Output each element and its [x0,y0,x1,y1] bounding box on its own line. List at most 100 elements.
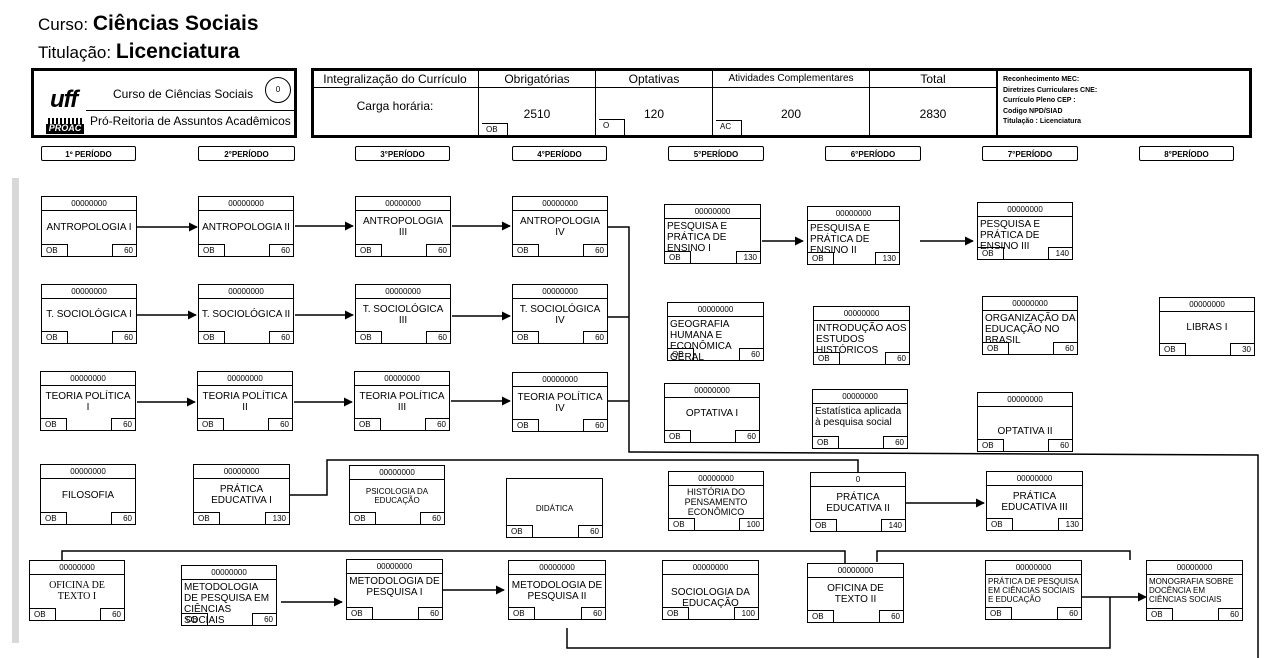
course-type: OB [808,610,834,622]
course-type: OB [978,247,1004,259]
divider [311,87,869,88]
course-label: Curso: [38,15,89,34]
course-name: PRÁTICA EDUCATIVA III [1001,490,1068,513]
course-code: 00000000 [199,285,293,299]
course-type: OB [182,613,208,625]
course-box: 00000000 T. SOCIOLÓGICA IV OB 60 [512,284,608,344]
course-box: 00000000 ORGANIZAÇÃO DA EDUCAÇÃO NO BRAS… [982,296,1078,355]
col-tag-optativas: O [599,119,625,135]
course-type: OB [199,331,225,343]
col-label-optativas: Optativas [628,72,680,86]
course-hours: 130 [1058,518,1082,530]
course-hours: 60 [739,348,763,360]
proac-logo-stripes [46,118,84,124]
course-code: 00000000 [808,564,903,578]
course-type: OB [814,352,840,364]
course-box-number: 0 [265,77,291,103]
course-box: 00000000 ANTROPOLOGIA I OB 60 [41,196,137,257]
course-box: 00000000 TEORIA POLÍTICA II OB 60 [197,371,293,431]
info-cne: Diretrizes Curriculares CNE: [1003,86,1098,94]
course-hours: 60 [111,512,135,524]
course-type: OB [669,518,695,530]
col-label-atividades: Atividades Complementares [728,73,854,84]
course-type: OB [668,348,694,360]
divider [712,68,713,138]
course-name: PESQUISA E PRÁTICA DE ENSINO III [980,219,1041,252]
course-name: LIBRAS I [1186,321,1228,333]
course-name: T. SOCIOLÓGICA II [201,309,291,320]
course-box: 00000000 GEOGRAFIA HUMANA E ECONÔMICA GE… [667,302,764,363]
period-4: 4°PERÍODO [512,146,607,161]
info-titulacao: Titulação : Licenciatura [1003,118,1082,125]
course-type: OB [983,342,1009,354]
course-name: T. SOCIOLÓGICA IV [519,303,601,326]
course-box: 00000000 OPTATIVA II OB 60 [977,392,1073,452]
course-hours: 60 [879,610,903,622]
course-box: 00000000 HISTÓRIA DO PENSAMENTO ECONÔMIC… [668,471,764,531]
course-type: OB [350,512,376,524]
info-mec: Reconhecimento MEC: [1003,76,1080,83]
course-type: OB [808,252,834,264]
course-type: OB [665,251,691,263]
course-type: OB [987,518,1013,530]
course-code: 00000000 [356,197,450,211]
course-hours: 60 [425,418,449,430]
course-box: 00000000 T. SOCIOLÓGICA I OB 60 [41,284,137,344]
workload-label: Carga horária: [356,99,434,113]
course-type: OB [356,244,382,256]
period-2: 2°PERÍODO [198,146,295,161]
col-tag-atividades: AC [716,120,742,135]
course-code: 00000000 [669,472,763,486]
course-type: OB [41,512,67,524]
course-name: OPTATIVA II [997,426,1053,437]
divider [478,68,479,138]
course-name: PESQUISA E PRÁTICA DE ENSINO I [667,221,728,254]
divider [869,87,996,88]
course-box: 00000000 T. SOCIOLÓGICA III OB 60 [355,284,451,344]
course-code: 00000000 [983,297,1077,311]
course-box: 00000000 FILOSOFIA OB 60 [40,464,136,525]
course-type: OB [30,608,56,620]
course-type: OB [663,607,689,619]
course-code: 00000000 [41,372,135,386]
course-type: OB [513,244,539,256]
course-name: ANTROPOLOGIA IV [519,216,600,238]
course-code: 0 [811,473,905,487]
course-box: 00000000 PESQUISA E PRÁTICA DE ENSINO I … [664,204,761,264]
course-hours: 130 [875,252,899,264]
course-hours: 60 [883,436,907,448]
course-type: OB [194,512,220,524]
course-code: 00000000 [808,207,899,221]
course-code: 00000000 [513,197,607,211]
course-hours: 60 [112,331,136,343]
course-type: OB [199,244,225,256]
course-code: 00000000 [198,372,292,386]
course-code: 00000000 [355,372,449,386]
course-box: 00000000 PSICOLOGIA DA EDUCAÇÃO OB 60 [349,465,445,525]
col-value-total: 2830 [919,107,947,121]
course-code: 00000000 [42,285,136,299]
course-code: 00000000 [30,561,124,575]
period-1: 1º PERÍODO [41,146,136,161]
course-type: OB [356,331,382,343]
course-code: 00000000 [663,561,758,575]
course-name: PRÁTICA EDUCATIVA I [211,484,272,506]
connector-4th-period [608,226,1259,658]
course-box: 00000000 METODOLOGIA DE PESQUISA I OB 60 [346,559,443,620]
course-hours: 140 [881,519,905,531]
course-type: OB [978,439,1004,451]
course-hours: 60 [581,607,605,619]
uff-logo: uff [50,86,78,113]
course-type: OB [513,419,539,431]
course-box: 00000000 PESQUISA E PRÁTICA DE ENSINO II… [807,206,900,265]
course-name: OFICINA DE TEXTO I [49,580,105,602]
course-code: 00000000 [350,466,444,480]
course-code: 00000000 [509,561,605,575]
course-hours: 60 [111,418,135,430]
course-code: 00000000 [813,390,907,404]
course-name: DIDÁTICA [535,504,574,513]
divider [595,68,596,138]
course-hours: 100 [739,518,763,530]
course-code: 00000000 [356,285,450,299]
course-type: OB [509,607,535,619]
